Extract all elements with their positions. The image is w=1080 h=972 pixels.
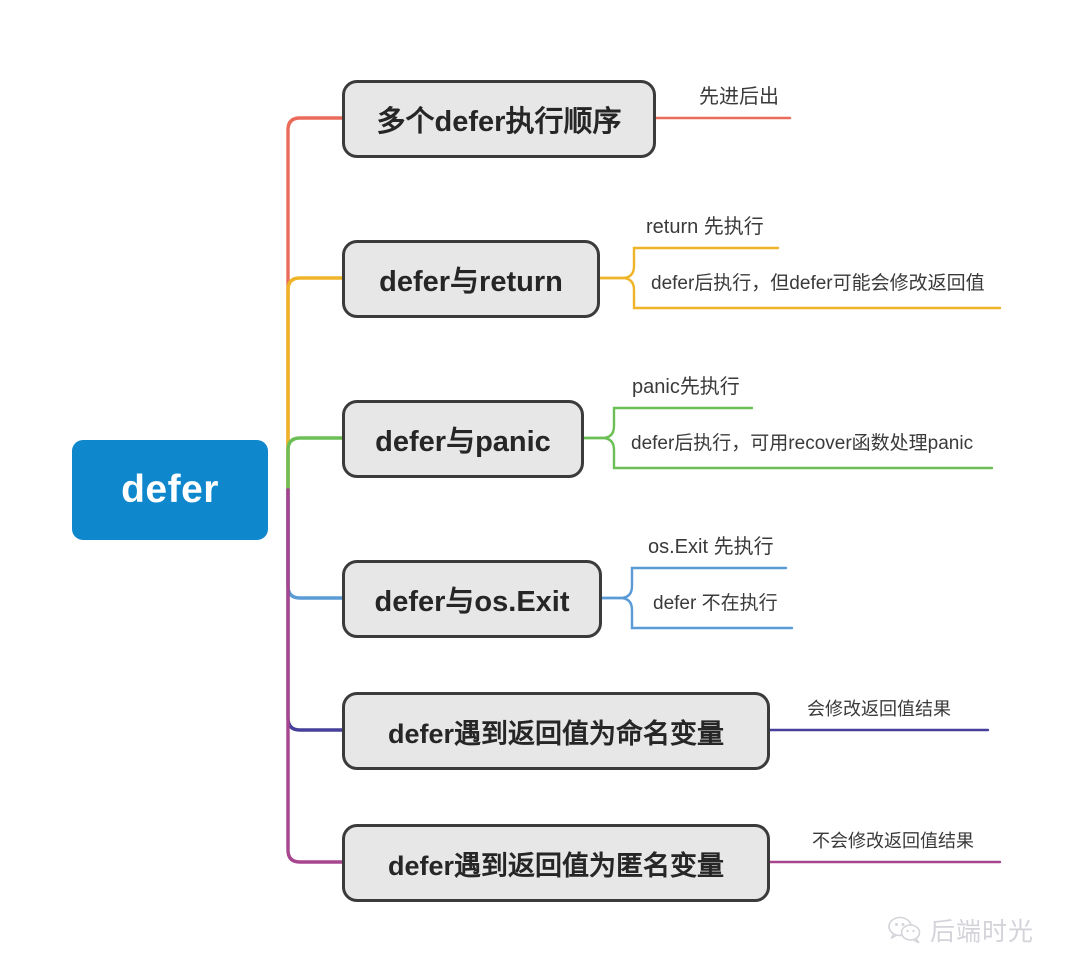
leaf-osexit-1-label: defer 不在执行: [653, 593, 778, 614]
watermark-text: 后端时光: [930, 918, 1035, 946]
leaf-order-0[interactable]: 先进后出: [699, 86, 779, 108]
topic-node-named-var-label: defer遇到返回值为命名变量: [387, 718, 725, 749]
wire-branch-order: [286, 116, 344, 492]
leaf-panic-1-label: defer后执行，可用recover函数处理panic: [631, 433, 974, 454]
leaf-order-0-label: 先进后出: [699, 86, 779, 108]
root-node[interactable]: defer: [72, 440, 268, 540]
leaf-osexit-1[interactable]: defer 不在执行: [653, 593, 778, 615]
leaf-panic-0[interactable]: panic先执行: [632, 376, 740, 398]
topic-node-anon-var-label: defer遇到返回值为匿名变量: [387, 850, 725, 881]
wire-branch-osexit: [286, 488, 344, 600]
topic-node-panic[interactable]: defer与panic: [342, 400, 584, 478]
topic-node-return-label: defer与return: [379, 266, 563, 298]
topic-node-panic-label: defer与panic: [375, 426, 551, 458]
leaf-return-0-label: return 先执行: [646, 216, 764, 238]
leaf-named-var-0[interactable]: 会修改返回值结果: [807, 699, 951, 720]
wire-branch-return: [286, 276, 344, 492]
leaf-osexit-0[interactable]: os.Exit 先执行: [648, 536, 774, 558]
topic-node-return[interactable]: defer与return: [342, 240, 600, 318]
leaf-panic-0-label: panic先执行: [632, 376, 740, 398]
topic-node-named-var[interactable]: defer遇到返回值为命名变量: [342, 692, 770, 770]
wechat-icon: [888, 916, 921, 944]
topic-node-anon-var[interactable]: defer遇到返回值为匿名变量: [342, 824, 770, 902]
watermark: 后端时光: [888, 912, 1034, 948]
leaf-anon-var-0[interactable]: 不会修改返回值结果: [812, 831, 974, 852]
leaf-osexit-0-label: os.Exit 先执行: [648, 536, 774, 558]
leaf-named-var-0-label: 会修改返回值结果: [807, 699, 951, 719]
wire-branch-anon-var: [286, 488, 344, 864]
topic-node-osexit[interactable]: defer与os.Exit: [342, 560, 602, 638]
topic-node-osexit-label: defer与os.Exit: [374, 586, 570, 618]
leaf-return-0[interactable]: return 先执行: [646, 216, 764, 238]
topic-node-order[interactable]: 多个defer执行顺序: [342, 80, 656, 158]
leaf-panic-1[interactable]: defer后执行，可用recover函数处理panic: [631, 433, 974, 455]
topic-node-order-label: 多个defer执行顺序: [376, 106, 622, 138]
leaf-return-1-label: defer后执行，但defer可能会修改返回值: [651, 273, 985, 294]
leaf-return-1[interactable]: defer后执行，但defer可能会修改返回值: [651, 273, 985, 295]
root-node-label: defer: [121, 468, 219, 511]
leaf-anon-var-0-label: 不会修改返回值结果: [812, 831, 974, 851]
wire-branch-named-var: [286, 488, 344, 732]
wire-branch-panic: [286, 436, 344, 492]
